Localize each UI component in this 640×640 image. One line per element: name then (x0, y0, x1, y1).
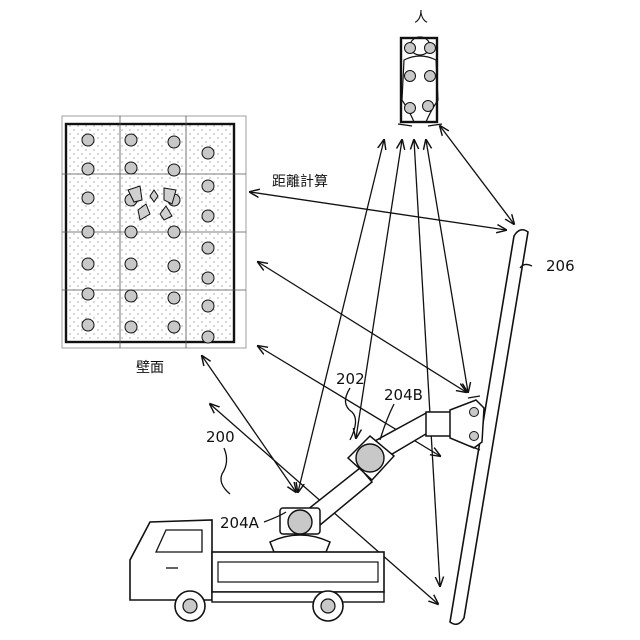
label-person: 人 (414, 10, 428, 26)
wall-panel (62, 116, 246, 348)
gripper (450, 396, 484, 450)
truck-200 (130, 520, 384, 621)
label-204A: 204A (220, 514, 260, 532)
label-204B: 204B (384, 386, 423, 404)
label-202: 202 (336, 370, 365, 388)
label-206: 206 (546, 257, 575, 275)
label-wall: 壁面 (136, 360, 164, 376)
label-distance-calc: 距離計算 (272, 173, 328, 190)
label-200: 200 (206, 428, 235, 446)
person-figure (398, 37, 442, 126)
